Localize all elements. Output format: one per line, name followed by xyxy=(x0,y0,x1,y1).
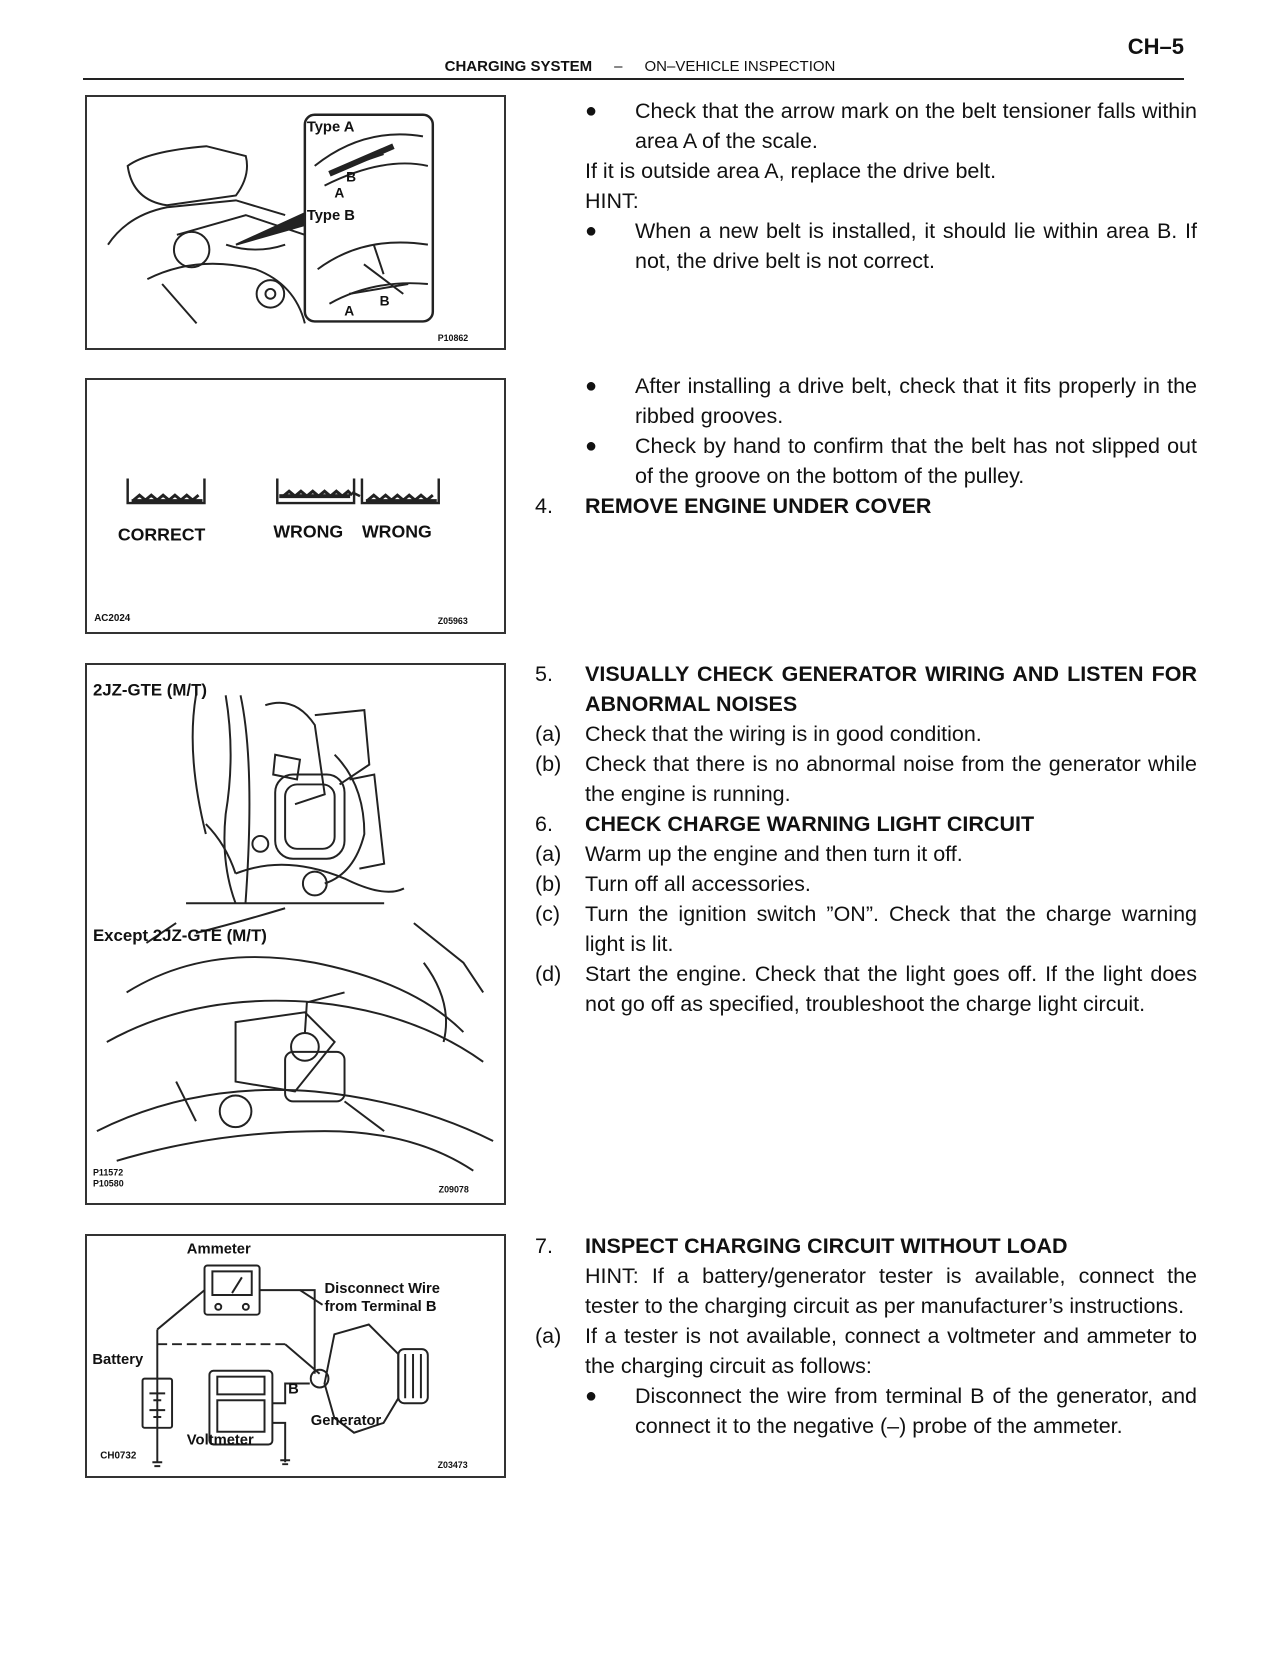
sub-step: (b) Turn off all accessories. xyxy=(535,869,1197,899)
sub-step: (a) Warm up the engine and then turn it o… xyxy=(535,839,1197,869)
list-item-text: When a new belt is installed, it should … xyxy=(635,219,1197,273)
label-area-b-bottom: B xyxy=(380,294,390,309)
step-number: 5. xyxy=(535,662,553,686)
figure-belt-fit: CORRECT WRONG WRONG AC2024 Z05963 xyxy=(85,378,506,634)
list-item: ● After installing a drive belt, check th… xyxy=(535,371,1197,431)
sub-step: (c) Turn the ignition switch ”ON”. Check … xyxy=(535,899,1197,959)
figure-code: P10862 xyxy=(438,333,469,343)
figure-charging-circuit: Ammeter Disconnect Wire from Terminal B … xyxy=(85,1234,506,1478)
figure-code-left-1: P11572 xyxy=(93,1168,123,1178)
sub-step-mark: (d) xyxy=(535,962,562,986)
bullet-icon: ● xyxy=(585,375,598,397)
header-separator: – xyxy=(614,58,623,75)
figure-code-left: CH0732 xyxy=(100,1450,137,1461)
sub-step-mark: (b) xyxy=(535,872,562,896)
sub-step: (b) Check that there is no abnormal noise… xyxy=(535,749,1197,809)
belt-tensioner-illustration: Type A Type B A B A B P10862 xyxy=(107,113,469,343)
generator-wiring-illustration: 2JZ-GTE (M/T) Except 2JZ-GTE (M/T) P1157… xyxy=(93,680,494,1195)
text-block-charging-circuit: 7.INSPECT CHARGING CIRCUIT WITHOUT LOAD … xyxy=(535,1231,1197,1441)
label-disconnect-wire: Disconnect Wire xyxy=(325,1281,440,1297)
sub-step-mark: (a) xyxy=(535,842,562,866)
step-number: 6. xyxy=(535,812,553,836)
sub-step-text: Turn off all accessories. xyxy=(585,872,811,896)
bullet-icon: ● xyxy=(585,100,598,122)
list-item: ● Disconnect the wire from terminal B of … xyxy=(535,1381,1197,1441)
label-type-b: Type B xyxy=(307,208,355,224)
figure-code-left: AC2024 xyxy=(94,613,131,624)
list-item: ● Check that the arrow mark on the belt t… xyxy=(535,96,1197,156)
bullet-icon: ● xyxy=(585,1385,598,1407)
list-item-text: Check that the arrow mark on the belt te… xyxy=(635,99,1197,153)
label-wrong-1: WRONG xyxy=(273,522,343,542)
header-rule xyxy=(83,78,1184,80)
charging-circuit-diagram: Ammeter Disconnect Wire from Terminal B … xyxy=(92,1242,468,1470)
label-area-a-bottom: A xyxy=(344,304,354,319)
figure-code-right: Z05963 xyxy=(438,616,468,626)
label-generator: Generator xyxy=(311,1413,382,1429)
step-title: REMOVE ENGINE UNDER COVER xyxy=(585,494,932,518)
list-item-text: After installing a drive belt, check tha… xyxy=(635,374,1197,428)
sub-step: (a) If a tester is not available, connect… xyxy=(535,1321,1197,1381)
text-block-belt-fit: ● After installing a drive belt, check th… xyxy=(535,371,1197,521)
sub-step-text: Turn the ignition switch ”ON”. Check tha… xyxy=(585,902,1197,956)
list-item-text: Disconnect the wire from terminal B of t… xyxy=(635,1384,1197,1438)
hint-paragraph: HINT: If a battery/generator tester is a… xyxy=(585,1264,1197,1318)
label-ammeter: Ammeter xyxy=(187,1242,251,1258)
paragraph: If it is outside area A, replace the dri… xyxy=(585,159,997,183)
step-heading: 4. REMOVE ENGINE UNDER COVER xyxy=(535,491,1197,521)
subsection-title: ON–VEHICLE INSPECTION xyxy=(644,58,836,75)
sub-step-text: Check that the wiring is in good conditi… xyxy=(585,722,982,746)
step-title: VISUALLY CHECK GENERATOR WIRING AND LIST… xyxy=(585,662,1197,716)
text-block-wiring-and-warning: 5. VISUALLY CHECK GENERATOR WIRING AND LI… xyxy=(535,659,1197,1019)
figure-code-left-2: P10580 xyxy=(93,1179,124,1189)
label-except-2jz-gte-mt: Except 2JZ-GTE (M/T) xyxy=(93,926,267,945)
sub-step-text: Check that there is no abnormal noise fr… xyxy=(585,752,1197,806)
label-from-terminal-b: from Terminal B xyxy=(325,1299,437,1315)
figure-belt-tensioner: Type A Type B A B A B P10862 xyxy=(85,95,506,350)
list-item: ● Check by hand to confirm that the belt … xyxy=(535,431,1197,491)
sub-step-mark: (a) xyxy=(535,722,562,746)
label-type-a: Type A xyxy=(307,119,355,135)
label-area-b-top: B xyxy=(346,170,356,185)
sub-step: (a) Check that the wiring is in good cond… xyxy=(535,719,1197,749)
step-heading: 7. INSPECT CHARGING CIRCUIT WITHOUT LOAD xyxy=(535,1231,1197,1261)
page-number: CH–5 xyxy=(1127,34,1184,59)
list-item-text: Check by hand to confirm that the belt h… xyxy=(635,434,1197,488)
step-number: 7. xyxy=(535,1234,553,1258)
step-title: INSPECT CHARGING CIRCUIT WITHOUT LOAD xyxy=(585,1234,1068,1258)
bullet-icon: ● xyxy=(585,220,598,242)
step-number: 4. xyxy=(535,494,553,518)
label-correct: CORRECT xyxy=(118,524,206,544)
step-heading: 5. VISUALLY CHECK GENERATOR WIRING AND LI… xyxy=(535,659,1197,719)
sub-step-text: Warm up the engine and then turn it off. xyxy=(585,842,963,866)
label-voltmeter: Voltmeter xyxy=(187,1433,254,1449)
sub-step-mark: (c) xyxy=(535,902,561,926)
step-title: CHECK CHARGE WARNING LIGHT CIRCUIT xyxy=(585,812,1035,836)
figure-generator-wiring: 2JZ-GTE (M/T) Except 2JZ-GTE (M/T) P1157… xyxy=(85,663,506,1205)
label-battery: Battery xyxy=(92,1352,144,1368)
label-wrong-2: WRONG xyxy=(362,522,432,542)
sub-step-text: Start the engine. Check that the light g… xyxy=(585,962,1197,1016)
sub-step: (d) Start the engine. Check that the ligh… xyxy=(535,959,1197,1019)
bullet-icon: ● xyxy=(585,435,598,457)
belt-fit-illustration: CORRECT WRONG WRONG AC2024 Z05963 xyxy=(94,478,468,626)
label-area-a-top: A xyxy=(334,185,344,200)
sub-step-mark: (a) xyxy=(535,1324,562,1348)
label-2jz-gte-mt: 2JZ-GTE (M/T) xyxy=(93,680,207,699)
label-terminal-b: B xyxy=(288,1381,299,1397)
text-block-belt-check: ● Check that the arrow mark on the belt t… xyxy=(535,96,1197,276)
running-header: CHARGING SYSTEM – ON–VEHICLE INSPECTION xyxy=(0,58,1280,75)
list-item: ● When a new belt is installed, it should… xyxy=(535,216,1197,276)
step-heading: 6. CHECK CHARGE WARNING LIGHT CIRCUIT xyxy=(535,809,1197,839)
hint-label: HINT: xyxy=(585,189,639,213)
figure-code-right: Z03473 xyxy=(438,1460,468,1470)
sub-step-mark: (b) xyxy=(535,752,562,776)
section-title: CHARGING SYSTEM xyxy=(444,58,593,75)
sub-step-text: If a tester is not available, connect a … xyxy=(585,1324,1197,1378)
figure-code-right: Z09078 xyxy=(439,1185,469,1195)
